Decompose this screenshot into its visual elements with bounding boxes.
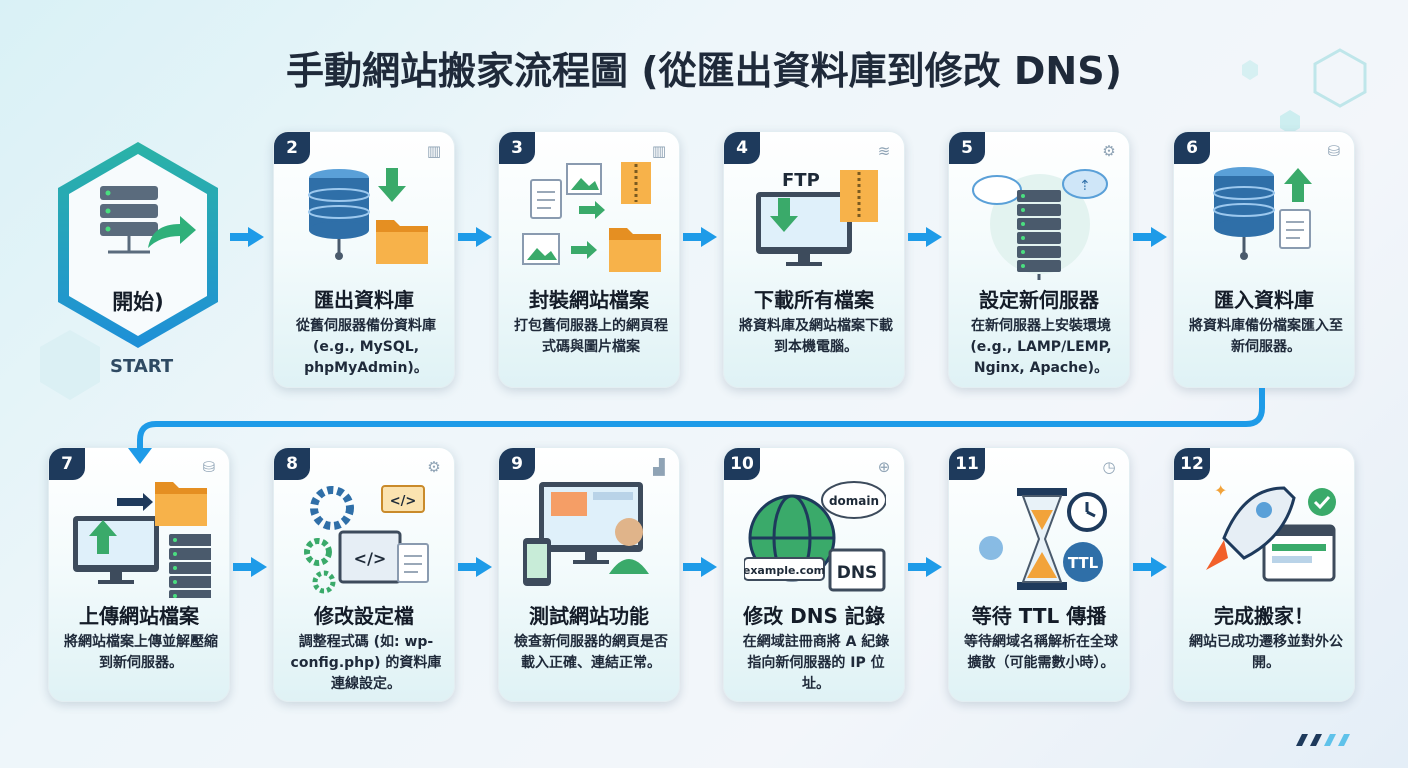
step-number-badge: 10 [724, 448, 760, 480]
step-number-badge: 4 [724, 132, 760, 164]
step-description: 將資料庫備份檔案匯入至新伺服器。 [1189, 318, 1343, 355]
step-number-badge: 5 [949, 132, 985, 164]
step-number-badge: 7 [49, 448, 85, 480]
step-description: 檢查新伺服器的網頁是否載入正確、連結正常。 [514, 634, 668, 671]
step-description: 在網域註冊商將 A 紀錄指向新伺服器的 IP 位址。 [742, 634, 890, 692]
step-title: 匯出資料庫 [314, 288, 414, 312]
step-card-6: 6 ⛁ 匯入資料庫 將資料庫備份檔案匯入至新伺服器。 [1173, 131, 1355, 388]
step-card-12: 12 ✦ 完成搬家！ 網站已成功遷移並對外公開。 [1173, 447, 1355, 702]
step-title: 修改設定檔 [314, 604, 414, 628]
step-card-4: 4 ≋ FTP 下載所有檔案 將資料庫及網站檔案下載到本機電腦。 [723, 131, 905, 388]
flow-arrow [1133, 557, 1167, 577]
step-description: 從舊伺服器備份資料庫 (e.g., MySQL, phpMyAdmin)。 [296, 318, 436, 376]
step-description: 等待網域名稱解析在全球擴散（可能需數小時）。 [964, 634, 1118, 671]
art-label: TTL [1068, 554, 1099, 572]
step-description: 將網站檔案上傳並解壓縮到新伺服器。 [64, 634, 218, 671]
start-node: 開始) [52, 138, 224, 352]
svg-text:✦: ✦ [1214, 481, 1227, 500]
step-number-badge: 6 [1174, 132, 1210, 164]
step-title: 設定新伺服器 [979, 288, 1099, 312]
step-title: 上傳網站檔案 [79, 604, 199, 628]
step-card-11: 11 ◷ TTL 等待 TTL 傳播 等待網域名稱解析在全球擴散（可能需數小時）… [948, 447, 1130, 702]
start-label: 開始) [112, 290, 164, 314]
ftp-download-icon: FTP [756, 170, 878, 266]
database-icon: ⛁ [202, 458, 216, 476]
step-number-badge: 11 [949, 448, 985, 480]
step-number-badge: 2 [274, 132, 310, 164]
gear-icon: ⚙ [1102, 142, 1116, 160]
step-title: 測試網站功能 [529, 604, 649, 628]
zip-files-icon [522, 162, 661, 272]
globe-icon: ⊕ [877, 458, 891, 476]
flow-arrow [683, 557, 717, 577]
step-description: 在新伺服器上安裝環境 (e.g., LAMP/LEMP, Nginx, Apac… [970, 318, 1112, 376]
step-title: 匯入資料庫 [1214, 288, 1314, 312]
step-number-badge: 8 [274, 448, 310, 480]
flow-arrow [458, 227, 492, 247]
hexagon-decoration [1242, 48, 1367, 134]
clock-icon: ◷ [1102, 458, 1116, 476]
database-import-icon [1213, 167, 1312, 260]
art-label: domain [829, 494, 879, 508]
step-title: 修改 DNS 記錄 [743, 604, 885, 628]
flow-arrow [233, 557, 267, 577]
svg-text:⇡: ⇡ [1079, 178, 1091, 194]
globe-dns-icon: domain example.com DNS [744, 481, 886, 592]
step-title: 下載所有檔案 [754, 288, 874, 312]
config-code-icon: </> </> [304, 485, 429, 594]
flow-arrow [908, 227, 942, 247]
step-card-5: 5 ⚙ ⇡ 設定新伺服器 在新伺服器上安裝環境 (e.g., LAMP/LEMP… [948, 131, 1130, 388]
flow-arrow [683, 227, 717, 247]
step-title: 完成搬家！ [1214, 604, 1314, 628]
books-icon: ▥ [651, 142, 667, 160]
step-card-3: 3 ▥ 封裝網站檔案 打包舊伺服器上的網頁程式碼與圖片檔案 [498, 131, 680, 388]
art-label: example.com [744, 564, 825, 577]
step-description: 網站已成功遷移並對外公開。 [1189, 634, 1343, 671]
hourglass-icon: TTL [979, 488, 1107, 590]
database-icon: ⛁ [1327, 142, 1341, 160]
step-number-badge: 9 [499, 448, 535, 480]
flow-arrow [908, 557, 942, 577]
step-card-2: 2 ▥ 匯出資料庫 從舊伺服器備份資料庫 (e.g., MySQL, phpMy… [273, 131, 455, 388]
step-card-9: 9 ▟ 測試網站功能 檢查新伺服器的網頁是否載入正確、連結正常。 [498, 447, 680, 702]
step-description: 將資料庫及網站檔案下載到本機電腦。 [739, 318, 893, 355]
flow-arrow [1133, 227, 1167, 247]
flow-arrow [230, 227, 264, 247]
step-number-badge: 3 [499, 132, 535, 164]
step-number-badge: 12 [1174, 448, 1210, 480]
step-description: 打包舊伺服器上的網頁程式碼與圖片檔案 [514, 318, 668, 355]
art-label: </> [354, 549, 387, 568]
chart-icon: ▟ [653, 458, 665, 476]
step-description: 調整程式碼 (如: wp-config.php) 的資料庫連線設定。 [290, 634, 442, 692]
flow-arrow [458, 557, 492, 577]
layers-icon: ≋ [877, 142, 891, 160]
step-title: 封裝網站檔案 [529, 288, 649, 312]
art-label: </> [390, 494, 417, 509]
hexagon-decoration [40, 330, 100, 400]
cloud-server-icon: ⇡ [972, 169, 1108, 280]
art-label: DNS [837, 563, 878, 583]
rocket-launch-icon: ✦ [1206, 481, 1336, 582]
gear-icon: ⚙ [427, 458, 441, 476]
database-export-icon [308, 168, 428, 264]
devices-test-icon [523, 482, 649, 586]
upload-icon [73, 482, 211, 598]
books-icon: ▥ [426, 142, 442, 160]
step-card-10: 10 ⊕ domain example.com DNS 修改 DNS 記錄 在網域註… [723, 447, 905, 702]
art-label: FTP [782, 170, 820, 191]
page-title: 手動網站搬家流程圖 (從匯出資料庫到修改 DNS) [286, 49, 1122, 93]
start-caption: START [110, 356, 174, 377]
step-card-8: 8 ⚙ </> </> 修改設定檔 調整程式碼 (如: wp-config.php… [273, 447, 455, 702]
step-title: 等待 TTL 傳播 [971, 604, 1107, 628]
